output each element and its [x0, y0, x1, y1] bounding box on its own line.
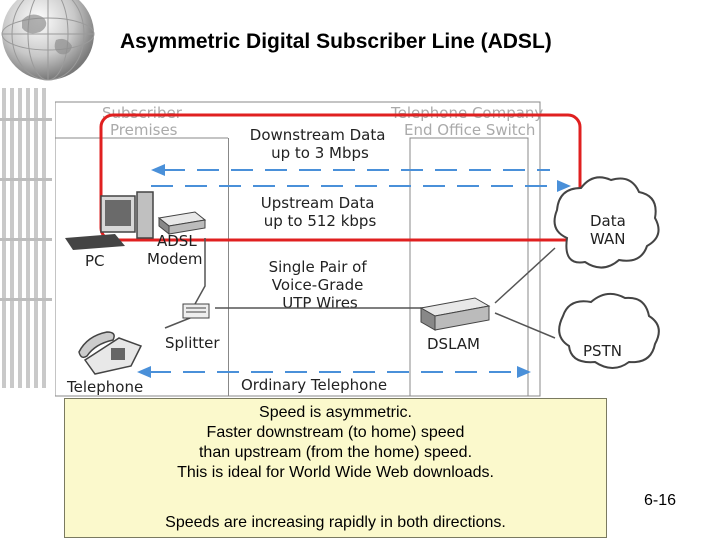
highlight-box: [99, 113, 582, 242]
wires: [164, 238, 556, 339]
adsl-modem-label: ADSL Modem: [147, 232, 202, 268]
subscriber-premises-label: Subscriber Premises: [102, 104, 187, 139]
telephone-label: Telephone: [66, 378, 143, 396]
ordinary-telephone-arrow: [137, 366, 531, 378]
downstream-arrow: [151, 164, 550, 176]
downstream-line2: up to 3 Mbps: [271, 144, 369, 162]
callout-line-2: Faster downstream (to home) speed: [206, 424, 465, 441]
globe-logo: [1, 0, 95, 81]
slide-title: Asymmetric Digital Subscriber Line (ADSL…: [120, 30, 552, 53]
pstn-label: PSTN: [583, 342, 622, 360]
upstream-label: Upstream Data up to 512 kbps: [261, 194, 379, 230]
upstream-line2: up to 512 kbps: [264, 212, 377, 230]
data-wan-label: Data WAN: [590, 212, 631, 248]
adsl-modem-icon: [157, 211, 207, 236]
pc-icon: [65, 191, 154, 250]
pair-line3: UTP Wires: [282, 294, 358, 312]
dslam-label: DSLAM: [427, 335, 480, 353]
adsl-diagram: Subscriber Premises Telephone Company En…: [55, 101, 660, 397]
data-wan-line1: Data: [590, 212, 626, 230]
downstream-line1: Downstream Data: [250, 126, 386, 144]
pair-line1: Single Pair of: [269, 258, 368, 276]
decorative-bars: [0, 88, 52, 388]
pc-label: PC: [85, 252, 105, 270]
speed-callout: Speed is asymmetric. Faster downstream (…: [64, 398, 607, 538]
dslam-icon: [419, 297, 491, 331]
ordinary-telephone-label: Ordinary Telephone: [241, 376, 387, 394]
pair-line2: Voice-Grade: [272, 276, 364, 294]
slide-number: 6-16: [644, 492, 677, 509]
telco-switch-line1: Telephone Company: [390, 104, 543, 122]
callout-line-3: than upstream (from the home) speed.: [198, 444, 473, 461]
data-wan-cloud: [553, 176, 660, 269]
modem-line2: Modem: [147, 250, 202, 268]
callout-footer: Speeds are increasing rapidly in both di…: [165, 514, 506, 531]
telco-switch-label: Telephone Company End Office Switch: [390, 104, 548, 139]
upstream-line1: Upstream Data: [261, 194, 375, 212]
subscriber-premises-line1: Subscriber: [102, 104, 183, 122]
callout-line-1: Speed is asymmetric.: [259, 404, 412, 421]
upstream-arrow: [151, 180, 571, 192]
splitter-label: Splitter: [165, 334, 220, 352]
telephone-icon: [78, 331, 143, 375]
pair-label: Single Pair of Voice-Grade UTP Wires: [269, 258, 372, 312]
premises-divider: [228, 138, 229, 396]
subscriber-premises-line2: Premises: [110, 121, 178, 139]
pstn-cloud: [558, 292, 660, 369]
switch-box: [409, 137, 529, 397]
data-wan-line2: WAN: [590, 230, 626, 248]
downstream-label: Downstream Data up to 3 Mbps: [250, 126, 390, 162]
splitter-icon: [182, 303, 210, 319]
modem-line1: ADSL: [157, 232, 197, 250]
telco-switch-line2: End Office Switch: [404, 121, 535, 139]
callout-line-4: This is ideal for World Wide Web downloa…: [177, 464, 494, 481]
